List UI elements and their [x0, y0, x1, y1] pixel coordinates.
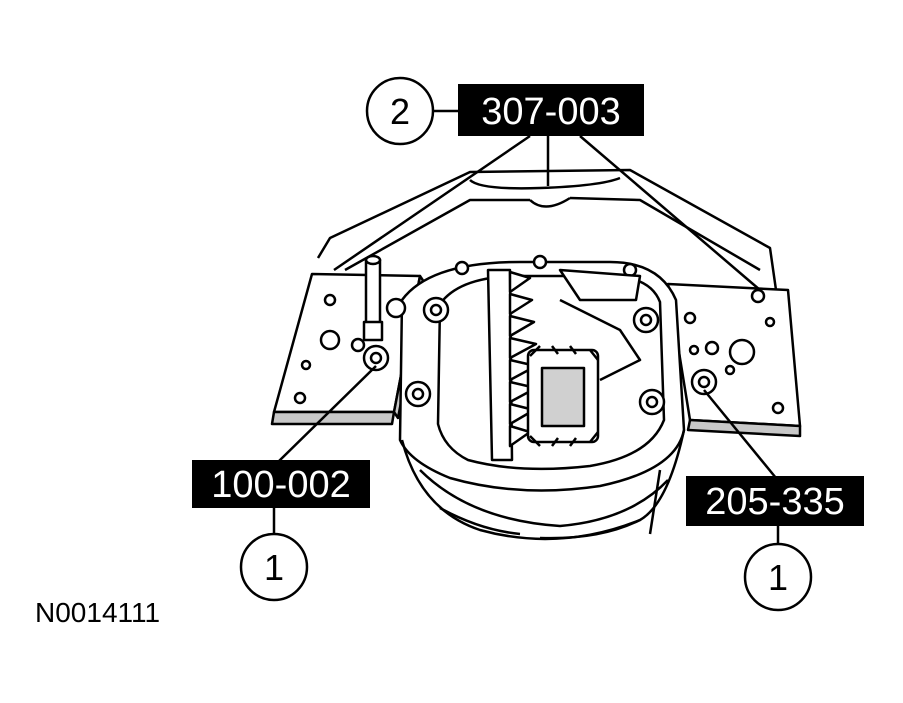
tool-label-box [458, 84, 644, 136]
callout-circle [239, 532, 309, 602]
leader-lines [272, 109, 780, 544]
callout-number: 2 [390, 91, 410, 132]
callout-2: 2 307-003 [365, 76, 644, 146]
plate-bolt-right [690, 368, 718, 396]
right-mounting-plate [666, 282, 802, 438]
tool-number-label: 100-002 [211, 464, 350, 506]
pin-tool [362, 254, 407, 372]
tool-label-box [192, 460, 370, 508]
callout-circle [743, 542, 813, 612]
callout-number: 1 [768, 557, 788, 598]
holding-fixture [316, 150, 778, 291]
tool-number-label: 205-335 [705, 481, 844, 523]
callout-number: 1 [264, 547, 284, 588]
callout-circle [365, 76, 435, 146]
left-mounting-plate [270, 272, 426, 426]
callout-1-left: 100-002 1 [192, 460, 370, 602]
tool-label-box [686, 476, 864, 526]
figure-id: N0014111 [35, 597, 160, 628]
housing-bolts [404, 254, 666, 416]
tool-number-label: 307-003 [481, 91, 620, 133]
differential-case [526, 268, 642, 447]
callout-1-right: 205-335 1 [686, 476, 864, 612]
